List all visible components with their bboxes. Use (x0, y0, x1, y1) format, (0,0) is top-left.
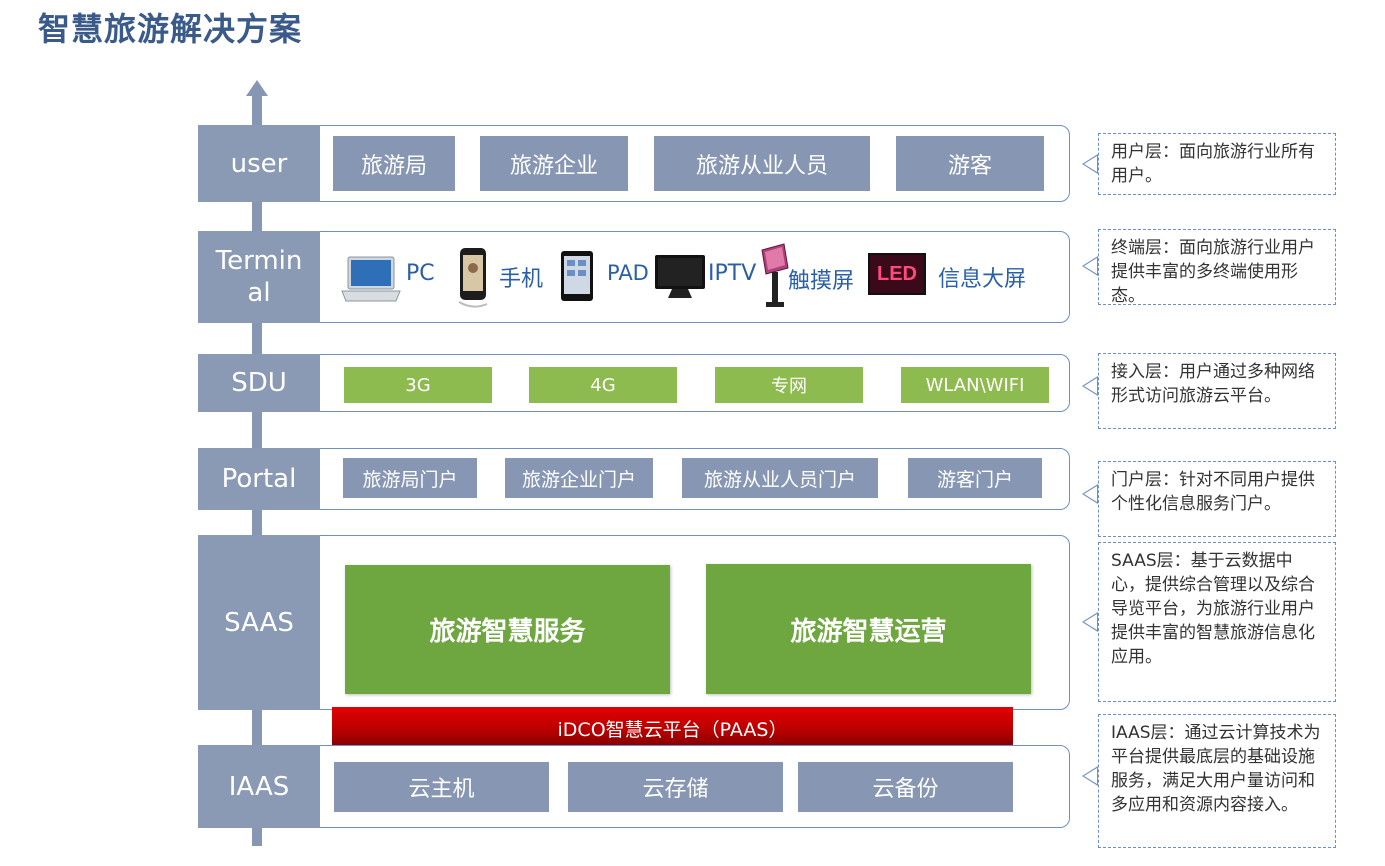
user-layer-note: 用户层：面向旅游行业所有用户。 (1098, 133, 1336, 195)
saas-layer-note: SAAS层：基于云数据中心，提供综合管理以及综合导览平台，为旅游行业用户提供丰富… (1098, 542, 1336, 702)
terminal-note-pointer (1082, 256, 1098, 276)
portal-note-pointer (1082, 484, 1098, 504)
saas-item-smart-operation: 旅游智慧运营 (706, 564, 1031, 694)
led-text: LED (877, 262, 917, 285)
sdu-layer-note: 接入层：用户通过多种网络形式访问旅游云平台。 (1098, 353, 1336, 429)
iaas-note-pointer (1082, 766, 1098, 786)
portal-item-enterprise: 旅游企业门户 (505, 458, 653, 498)
terminal-label-text: Terminal (215, 246, 303, 308)
iaas-item-cloud-host: 云主机 (334, 762, 549, 812)
sdu-item-private-network: 专网 (715, 367, 863, 403)
user-item-tourism-bureau: 旅游局 (333, 136, 455, 191)
user-note-pointer (1082, 154, 1098, 174)
sdu-item-wlan-wifi: WLAN\WIFI (901, 367, 1049, 403)
device-label-touchscreen: 触摸屏 (788, 269, 855, 294)
kiosk-icon (761, 243, 789, 307)
portal-item-tourist: 游客门户 (908, 458, 1042, 498)
paas-platform-bar: iDCO智慧云平台（PAAS） (332, 707, 1013, 749)
device-label-pad: PAD (607, 261, 649, 285)
portal-item-bureau: 旅游局门户 (343, 458, 477, 498)
iaas-layer-label: IAAS (198, 745, 320, 828)
laptop-icon (341, 256, 401, 302)
phone-icon (458, 248, 488, 308)
sdu-item-3g: 3G (344, 367, 492, 403)
saas-note-pointer (1082, 612, 1098, 632)
iaas-item-cloud-backup: 云备份 (798, 762, 1013, 812)
portal-item-staff: 旅游从业人员门户 (682, 458, 878, 498)
terminal-layer-label: Terminal (198, 231, 320, 323)
sdu-note-pointer (1082, 376, 1098, 396)
sdu-layer-label: SDU (198, 354, 320, 412)
user-layer-label: user (198, 125, 320, 202)
user-item-tourism-staff: 旅游从业人员 (654, 136, 870, 191)
portal-layer-note: 门户层：针对不同用户提供个性化信息服务门户。 (1098, 461, 1336, 537)
iaas-layer-note: IAAS层：通过云计算技术为平台提供最底层的基础设施服务，满足大用户量访问和多应… (1098, 714, 1336, 848)
device-label-phone: 手机 (499, 267, 544, 292)
device-label-iptv: IPTV (708, 261, 757, 286)
portal-layer-label: Portal (198, 448, 320, 510)
device-label-pc: PC (406, 261, 435, 286)
tv-icon (655, 255, 705, 298)
iaas-item-cloud-storage: 云存储 (568, 762, 783, 812)
user-item-tourism-enterprise: 旅游企业 (480, 136, 628, 191)
saas-layer-label: SAAS (198, 535, 320, 710)
user-item-tourist: 游客 (896, 136, 1044, 191)
sdu-item-4g: 4G (529, 367, 677, 403)
page-title: 智慧旅游解决方案 (38, 10, 303, 48)
tablet-icon (561, 251, 593, 301)
device-label-info-screen: 信息大屏 (938, 267, 1027, 292)
up-arrow-icon (246, 80, 268, 96)
terminal-layer-note: 终端层：面向旅游行业用户提供丰富的多终端使用形态。 (1098, 229, 1336, 306)
led-screen-icon: LED (868, 253, 926, 295)
saas-item-smart-service: 旅游智慧服务 (345, 565, 670, 694)
